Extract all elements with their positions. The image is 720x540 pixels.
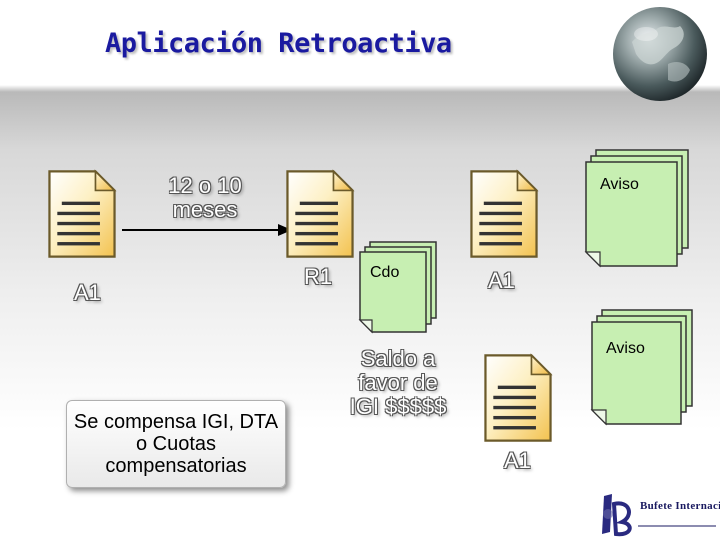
stack-label-aviso-bottom: Aviso [606, 340, 645, 357]
arrow-icon [122, 224, 292, 236]
document-stack-icon-aviso-bottom [590, 309, 693, 426]
document-icon-a1-right [468, 168, 540, 260]
document-icon-a1-left [46, 168, 118, 260]
label-a1-bottom: A1 [504, 448, 531, 473]
globe-icon [613, 7, 707, 101]
saldo-label: Saldo a favor de IGI $$$$$ [349, 346, 447, 419]
document-stack-icon-cdo [358, 241, 437, 334]
period-label: 12 o 10 meses [168, 173, 242, 222]
label-a1-left: A1 [74, 280, 101, 305]
slide-title: Aplicación Retroactiva [105, 28, 452, 59]
document-icon-a1-bottom [482, 352, 554, 444]
stack-label-aviso-top: Aviso [600, 176, 639, 193]
stack-label-cdo: Cdo [370, 264, 400, 281]
document-stack-icon-aviso-top [584, 149, 689, 268]
compensation-note-text: Se compensa IGI, DTA o Cuotas compensato… [73, 411, 279, 477]
label-r1: R1 [304, 264, 333, 289]
bufete-logo-icon [602, 494, 716, 537]
compensation-note-box: Se compensa IGI, DTA o Cuotas compensato… [66, 400, 286, 488]
document-icon-r1 [284, 168, 356, 260]
label-a1-right: A1 [488, 268, 515, 293]
logo-text: Bufete Internacional [640, 500, 720, 512]
